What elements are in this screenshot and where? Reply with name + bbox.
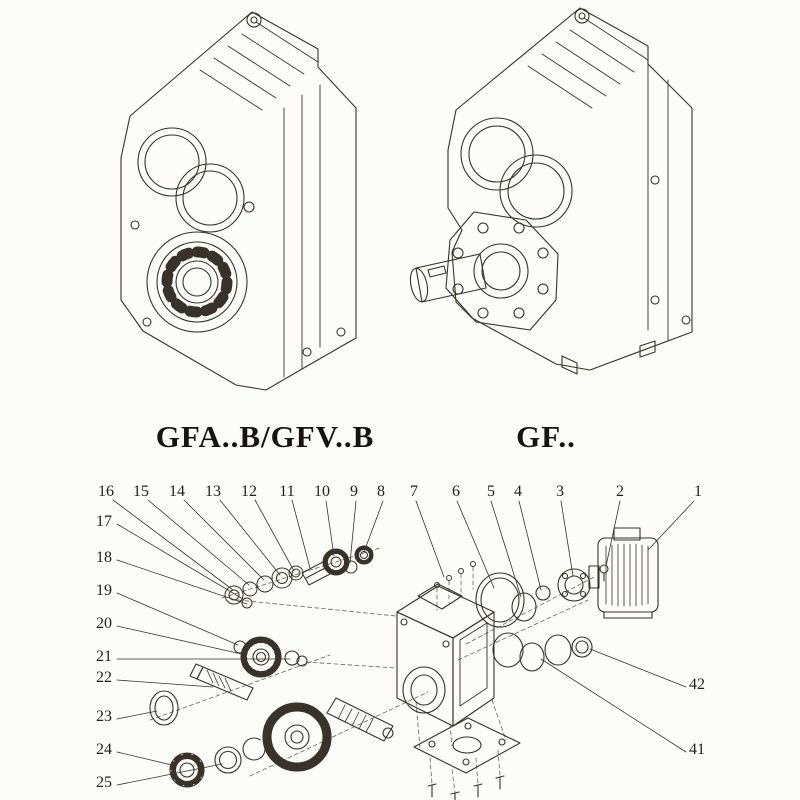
callout-11: 11 <box>279 483 295 500</box>
callout-2: 2 <box>616 483 624 500</box>
callout-17: 17 <box>96 513 112 530</box>
callout-7: 7 <box>410 483 418 500</box>
callout-25: 25 <box>96 774 112 791</box>
callout-5: 5 <box>487 483 495 500</box>
callout-3: 3 <box>556 483 564 500</box>
exploded-gasket <box>413 717 521 800</box>
callout-24: 24 <box>96 741 112 758</box>
model-label-gfab-gfvb: GFA..B/GFV..B <box>155 419 375 454</box>
callout-41: 41 <box>689 741 705 758</box>
exploded-small-parts <box>224 545 476 609</box>
callout-23: 23 <box>96 708 112 725</box>
callout-15: 15 <box>133 483 149 500</box>
callout-42: 42 <box>689 676 705 693</box>
callout-4: 4 <box>514 483 522 500</box>
callout-14: 14 <box>169 483 185 500</box>
callout-20: 20 <box>96 615 112 632</box>
exploded-gear-cluster <box>189 636 308 701</box>
gf-gearbox-drawing <box>409 7 693 375</box>
callout-12: 12 <box>241 483 257 500</box>
model-label-gf: GF.. <box>516 419 576 454</box>
callout-1: 1 <box>694 483 702 500</box>
callout-8: 8 <box>377 483 385 500</box>
callout-16: 16 <box>98 483 114 500</box>
callout-13: 13 <box>205 483 221 500</box>
assembly-axis-lines <box>149 547 597 793</box>
exploded-housing <box>396 583 495 727</box>
leader-lines <box>112 499 695 786</box>
callout-18: 18 <box>96 549 112 566</box>
callout-19: 19 <box>96 582 112 599</box>
callout-9: 9 <box>350 483 358 500</box>
exploded-motor <box>588 527 659 619</box>
callout-6: 6 <box>452 483 460 500</box>
callout-10: 10 <box>314 483 330 500</box>
exploded-output-gear-parts <box>149 690 394 788</box>
gfa-gearbox-drawing <box>120 11 357 391</box>
callout-21: 21 <box>96 648 112 665</box>
exploded-rings <box>475 564 609 672</box>
callout-22: 22 <box>96 669 112 686</box>
